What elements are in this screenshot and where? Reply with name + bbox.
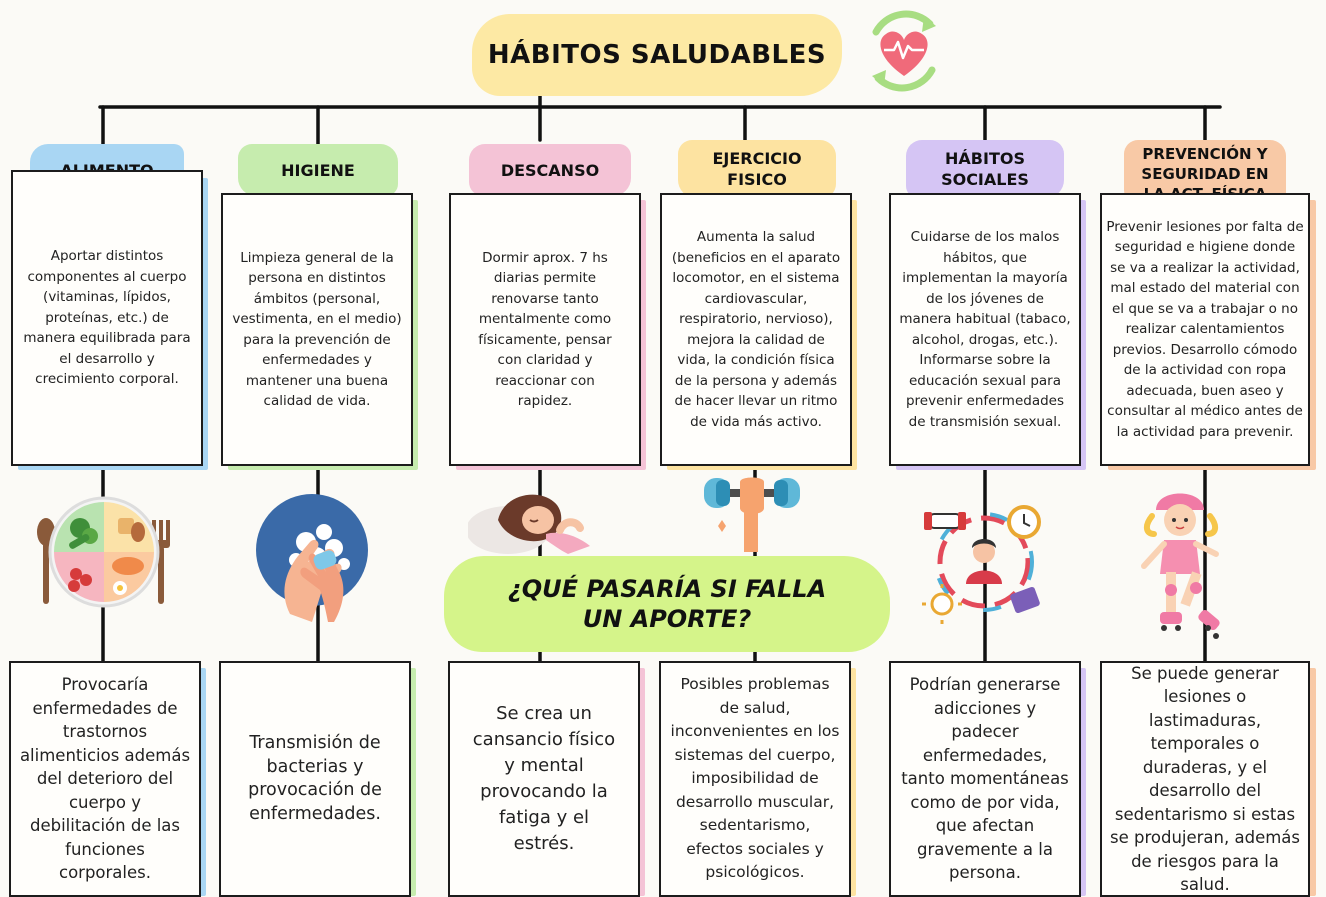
card-text: Transmisión de bacterias y provocación d…	[248, 733, 382, 824]
consequence-card-higiene: Transmisión de bacterias y provocación d…	[219, 661, 411, 897]
header-label: HÁBITOS SOCIALES	[941, 149, 1029, 189]
card-text: Prevenir lesiones por falta de seguridad…	[1106, 218, 1304, 440]
description-card-habitos: Cuidarse de los malos hábitos, que imple…	[889, 193, 1081, 466]
description-card-prevencion: Prevenir lesiones por falta de seguridad…	[1100, 193, 1310, 466]
card-text: Limpieza general de la persona en distin…	[232, 249, 402, 410]
consequence-card-habitos: Podrían generarse adicciones y padecer e…	[889, 661, 1081, 897]
header-label: HIGIENE	[281, 160, 355, 180]
description-card-alimento: Aportar distintos componentes al cuerpo …	[11, 170, 203, 466]
description-card-higiene: Limpieza general de la persona en distin…	[221, 193, 413, 466]
card-text: Aportar distintos componentes al cuerpo …	[23, 248, 191, 388]
description-card-ejercicio: Aumenta la salud (beneficios en el apara…	[660, 193, 852, 466]
card-text: Podrían generarse adicciones y padecer e…	[901, 675, 1069, 883]
consequence-card-descanso: Se crea un cansancio físico y mental pro…	[448, 661, 640, 897]
header-label: EJERCICIO FISICO	[712, 149, 802, 189]
card-text: Aumenta la salud (beneficios en el apara…	[671, 229, 841, 430]
card-text: Posibles problemas de salud, inconvenien…	[670, 675, 840, 882]
header-habitos-sociales: HÁBITOS SOCIALES	[906, 140, 1064, 198]
food-plate-icon	[37, 496, 170, 608]
card-text: Se crea un cansancio físico y mental pro…	[472, 703, 616, 854]
card-text: Provocaría enfermedades de trastornos al…	[19, 675, 191, 883]
question-text: ¿QUÉ PASARÍA SI FALLA UN APORTE?	[507, 575, 827, 633]
card-text: Cuidarse de los malos hábitos, que imple…	[899, 229, 1071, 430]
washing-hands-icon	[256, 494, 368, 622]
habits-cycle-icon	[922, 505, 1041, 624]
card-text: Se puede generar lesiones o lastimaduras…	[1110, 663, 1301, 895]
header-ejercicio: EJERCICIO FISICO	[678, 140, 836, 198]
header-descanso: DESCANSO	[469, 144, 631, 196]
header-higiene: HIGIENE	[238, 144, 398, 196]
heart-icon	[872, 10, 936, 92]
skater-girl-icon	[1141, 493, 1220, 639]
question-banner: ¿QUÉ PASARÍA SI FALLA UN APORTE?	[444, 556, 890, 652]
description-card-descanso: Dormir aprox. 7 hs diarias permite renov…	[449, 193, 641, 466]
page-title: HÁBITOS SALUDABLES	[487, 40, 827, 70]
card-text: Dormir aprox. 7 hs diarias permite renov…	[478, 249, 612, 410]
sleeping-person-icon	[468, 494, 590, 554]
header-label: DESCANSO	[500, 160, 600, 180]
dumbbell-icon	[704, 477, 800, 552]
title-banner: HÁBITOS SALUDABLES	[472, 14, 842, 96]
consequence-card-alimento: Provocaría enfermedades de trastornos al…	[9, 661, 201, 897]
consequence-card-prevencion: Se puede generar lesiones o lastimaduras…	[1100, 661, 1310, 897]
consequence-card-ejercicio: Posibles problemas de salud, inconvenien…	[659, 661, 851, 897]
